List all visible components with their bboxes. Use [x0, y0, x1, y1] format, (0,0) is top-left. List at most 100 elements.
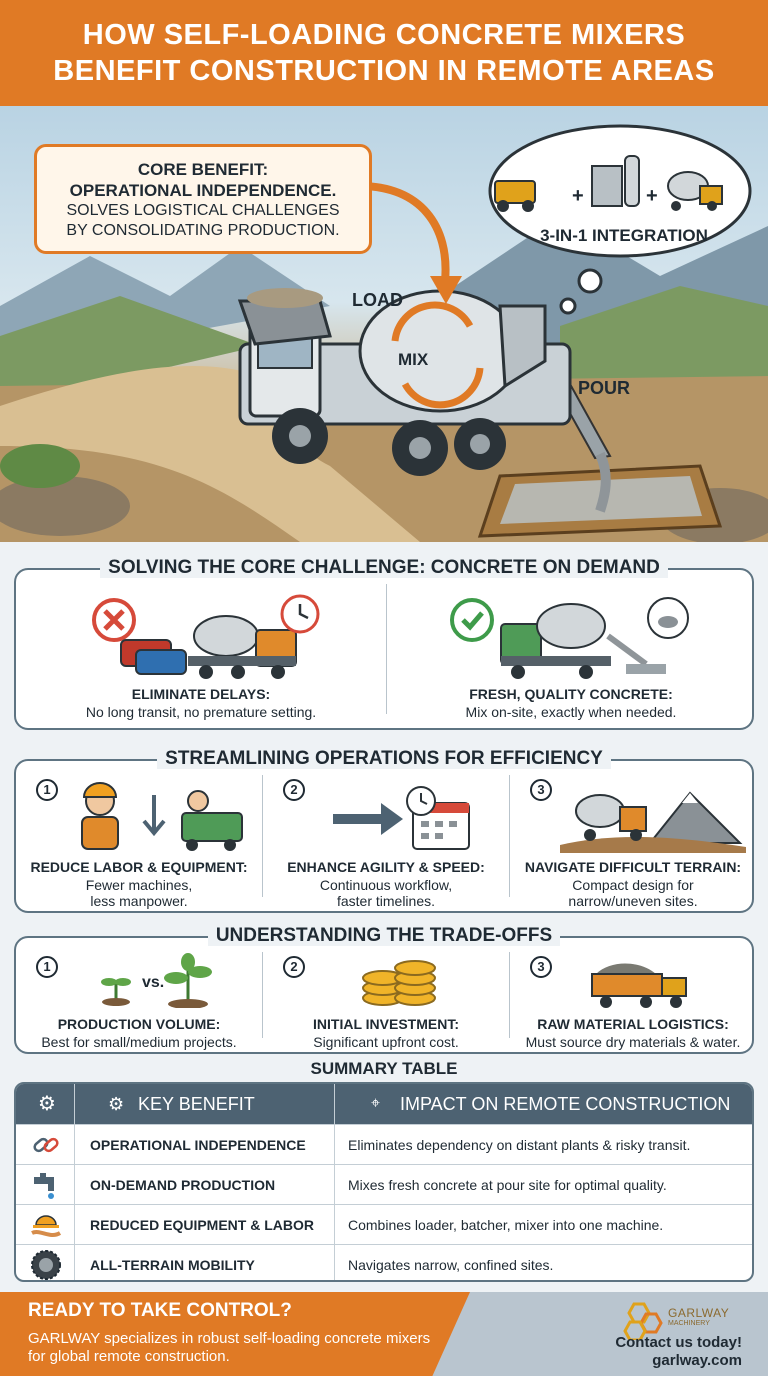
impact-all-terrain-mobility: Navigates narrow, confined sites.	[348, 1257, 554, 1273]
divider	[509, 952, 510, 1038]
benefit-reduced-equipment-labor: REDUCED EQUIPMENT & LABOR	[90, 1217, 315, 1233]
integration-label: 3-IN-1 INTEGRATION	[540, 226, 708, 245]
production-volume-text: Best for small/medium projects.	[41, 1034, 237, 1050]
logo-name: GARLWAY	[668, 1306, 730, 1320]
pour-label: POUR	[578, 378, 631, 398]
fresh-concrete-item: FRESH, QUALITY CONCRETE: Mix on-site, ex…	[386, 570, 756, 728]
callout-title-2: OPERATIONAL INDEPENDENCE.	[69, 181, 337, 200]
fresh-mixing-icon	[450, 597, 689, 679]
efficiency-section: 1 REDUCE LABOR & EQUIPMENT: Fewer machin…	[14, 759, 754, 913]
eliminate-delays-caption: ELIMINATE DELAYS:	[131, 686, 271, 702]
table-row: REDUCED EQUIPMENT & LABOR Combines loade…	[16, 1204, 752, 1244]
hero-scene: + +	[0, 124, 768, 542]
column-divider	[334, 1084, 335, 1280]
table-row: ON-DEMAND PRODUCTION Mixes fresh concret…	[16, 1164, 752, 1204]
core-challenge-title: SOLVING THE CORE CHALLENGE: CONCRETE ON …	[0, 557, 768, 579]
impact-on-demand-production: Mixes fresh concrete at pour site for op…	[348, 1177, 667, 1193]
benefit-on-demand-production: ON-DEMAND PRODUCTION	[90, 1177, 276, 1193]
terrain-text-1: Compact design for	[572, 877, 694, 893]
raw-material-text: Must source dry materials & water.	[525, 1034, 741, 1050]
step-1-badge: 1	[36, 779, 58, 801]
coins-icon	[362, 960, 436, 1006]
mountain-truck-icon	[560, 791, 746, 853]
tradeoff-1-badge: 1	[36, 956, 58, 978]
eliminate-delays-item: ELIMINATE DELAYS: No long transit, no pr…	[16, 570, 386, 728]
impact-operational-independence: Eliminates dependency on distant plants …	[348, 1137, 691, 1153]
table-row: OPERATIONAL INDEPENDENCE Eliminates depe…	[16, 1124, 752, 1164]
reduce-labor-text-2: less manpower.	[90, 893, 188, 909]
tradeoffs-title: UNDERSTANDING THE TRADE-OFFS	[0, 925, 768, 947]
page-title-line-2: BENEFIT CONSTRUCTION IN REMOTE AREAS	[53, 55, 715, 87]
svg-text:+: +	[572, 185, 584, 207]
agility-speed-text-2: faster timelines.	[336, 893, 436, 909]
website-link[interactable]: garlway.com	[652, 1352, 742, 1369]
svg-text:+: +	[646, 185, 658, 207]
callout-text-2: BY CONSOLIDATING PRODUCTION.	[66, 222, 340, 239]
tradeoff-2-badge: 2	[283, 956, 305, 978]
gear-icon: ⚙	[38, 1093, 56, 1115]
divider	[509, 775, 510, 897]
divider	[262, 952, 263, 1038]
terrain-caption: NAVIGATE DIFFICULT TERRAIN:	[524, 859, 742, 875]
column-divider	[74, 1084, 75, 1280]
initial-investment-text: Significant upfront cost.	[313, 1034, 459, 1050]
map-pin-icon: ⌖	[371, 1095, 381, 1112]
core-challenge-title-text: SOLVING THE CORE CHALLENGE: CONCRETE ON …	[100, 557, 668, 578]
footer-banner	[0, 1292, 470, 1376]
production-volume-item: 1 vs. PRODUCTION VOLUME: Best for small/…	[16, 938, 262, 1052]
benefit-all-terrain-mobility: ALL-TERRAIN MOBILITY	[90, 1257, 255, 1273]
terrain-text-2: narrow/uneven sites.	[568, 893, 698, 909]
core-benefit-callout: CORE BENEFIT: OPERATIONAL INDEPENDENCE. …	[34, 144, 372, 254]
dump-truck-icon	[591, 963, 687, 1008]
hardhat-hand-icon	[31, 1215, 62, 1237]
tradeoffs-section: 1 vs. PRODUCTION VOLUME: Best for small/…	[14, 936, 754, 1054]
summary-table: ⚙ ⚙ KEY BENEFIT ⌖ IMPACT ON REMOTE CONST…	[14, 1082, 754, 1282]
eliminate-delays-text: No long transit, no premature setting.	[85, 704, 317, 720]
hero-illustration: + + CORE BENEFIT: OPERATIONAL INDEPENDEN…	[0, 106, 768, 542]
initial-investment-caption: INITIAL INVESTMENT:	[313, 1016, 459, 1032]
contact-us-link[interactable]: Contact us today!	[615, 1334, 742, 1351]
benefit-operational-independence: OPERATIONAL INDEPENDENCE	[90, 1137, 306, 1153]
footer-title: READY TO TAKE CONTROL?	[28, 1300, 292, 1321]
load-label: LOAD	[352, 290, 403, 310]
tradeoffs-title-text: UNDERSTANDING THE TRADE-OFFS	[207, 925, 561, 946]
efficiency-title: STREAMLINING OPERATIONS FOR EFFICIENCY	[0, 748, 768, 770]
step-2-badge: 2	[283, 779, 305, 801]
traffic-delay-icon	[92, 594, 320, 679]
logo-sub: MACHINERY	[668, 1320, 710, 1327]
footer-text: GARLWAY specializes in robust self-loadi…	[28, 1330, 431, 1365]
efficiency-title-text: STREAMLINING OPERATIONS FOR EFFICIENCY	[157, 748, 611, 769]
divider	[262, 775, 263, 897]
production-volume-caption: PRODUCTION VOLUME:	[57, 1016, 221, 1032]
raw-material-item: 3 RAW MATERIAL LOGISTICS: Must source dr…	[510, 938, 756, 1052]
chain-icon	[33, 1137, 59, 1153]
fresh-concrete-caption: FRESH, QUALITY CONCRETE:	[469, 686, 673, 702]
table-row: ALL-TERRAIN MOBILITY Navigates narrow, c…	[16, 1244, 752, 1280]
divider	[386, 584, 387, 714]
worker-machine-icon	[81, 782, 243, 851]
header-impact: IMPACT ON REMOTE CONSTRUCTION	[400, 1094, 731, 1114]
garlway-logo[interactable]: GARLWAY MACHINERY	[620, 1300, 750, 1340]
agility-speed-item: 2 ENHANCE AGILITY & SPEED: Continuous wo…	[263, 761, 509, 911]
initial-investment-item: 2 INITIAL INVESTMENT: Significant upfron…	[263, 938, 509, 1052]
raw-material-caption: RAW MATERIAL LOGISTICS:	[537, 1016, 729, 1032]
reduce-labor-text-1: Fewer machines,	[85, 877, 193, 893]
tire-icon	[31, 1250, 61, 1280]
impact-reduced-equipment-labor: Combines loader, batcher, mixer into one…	[348, 1217, 664, 1233]
agility-speed-text-1: Continuous workflow,	[319, 877, 453, 893]
page-title-line-1: HOW SELF-LOADING CONCRETE MIXERS	[82, 19, 686, 51]
contact-cta[interactable]: Contact us today! garlway.com	[615, 1334, 742, 1370]
summary-table-title: SUMMARY TABLE	[310, 1059, 458, 1078]
core-challenge-section: ELIMINATE DELAYS: No long transit, no pr…	[14, 568, 754, 730]
speed-calendar-icon	[333, 786, 470, 850]
hexagon-logo-icon	[623, 1302, 663, 1340]
callout-text-1: SOLVES LOGISTICAL CHALLENGES	[66, 202, 340, 219]
terrain-item: 3 NAVIGATE DIFFICULT TERRAIN: Compact de…	[510, 761, 756, 911]
table-header: ⚙ ⚙ KEY BENEFIT ⌖ IMPACT ON REMOTE CONST…	[16, 1084, 752, 1124]
footer: READY TO TAKE CONTROL? GARLWAY specializ…	[0, 1292, 768, 1376]
mix-label: MIX	[398, 350, 429, 369]
page-header: HOW SELF-LOADING CONCRETE MIXERS BENEFIT…	[0, 0, 768, 106]
sprout-vs-plant-icon	[101, 953, 212, 1008]
tradeoff-3-badge: 3	[530, 956, 552, 978]
vs-label: vs.	[142, 974, 165, 991]
